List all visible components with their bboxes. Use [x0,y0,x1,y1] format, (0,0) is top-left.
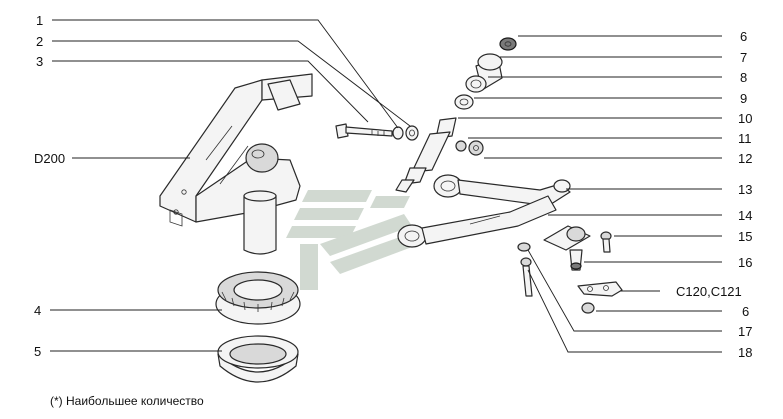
callout-3: 3 [36,54,43,69]
nut-6-lower [581,302,595,314]
callout-6-upper: 6 [740,29,747,44]
callout-c120-c121: C120,C121 [676,284,742,299]
shock-absorber [243,143,279,255]
nuts-11-12 [455,140,484,156]
callout-9: 9 [740,91,747,106]
callout-2: 2 [36,34,43,49]
callout-labels: 1 2 3 D200 4 5 6 7 8 9 10 11 12 13 14 15… [34,13,752,360]
ball-joint-16 [543,225,591,271]
callout-8: 8 [740,70,747,85]
callout-4: 4 [34,303,41,318]
callout-16: 16 [738,255,752,270]
callout-13: 13 [738,182,752,197]
bolt-3 [335,123,393,139]
knuckle-pin-10 [395,117,457,193]
callout-12: 12 [738,151,752,166]
spring-seat-4 [215,271,301,325]
rubber-ring-5 [217,335,299,383]
callout-15: 15 [738,229,752,244]
callout-1: 1 [36,13,43,28]
watermark-logo [286,190,420,290]
callout-5: 5 [34,344,41,359]
bolt-15 [600,231,612,253]
callout-18: 18 [738,345,752,360]
callout-7: 7 [740,50,747,65]
subframe-d200 [159,73,313,227]
washers-1-2 [392,125,419,141]
lower-control-arm-14 [397,195,557,248]
upper-bushing-stack [454,37,517,110]
lock-plate-c120 [577,281,623,297]
bolt-18-washer-17 [517,242,533,297]
callout-14: 14 [738,208,752,223]
leader-lines [50,19,722,353]
callout-17: 17 [738,324,752,339]
footnote: (*) Наибольшее количество [50,394,204,408]
callout-11: 11 [738,131,752,146]
callout-10: 10 [738,111,752,126]
callout-6-lower: 6 [742,304,749,319]
callout-d200: D200 [34,151,65,166]
